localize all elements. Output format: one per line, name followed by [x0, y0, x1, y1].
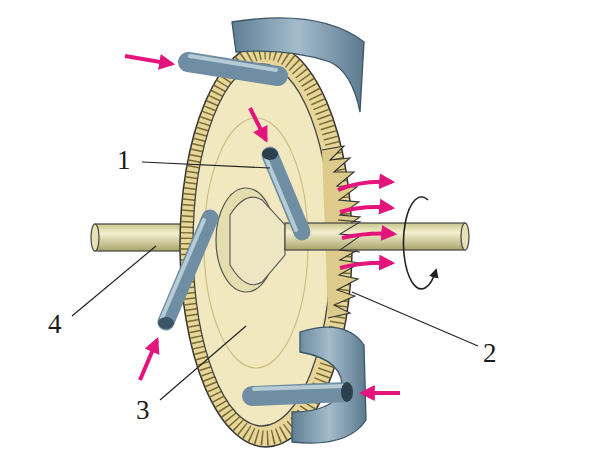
- hub-cone: [230, 197, 285, 285]
- shaft-end: [91, 224, 99, 251]
- callout-number: 3: [136, 397, 150, 424]
- leader-line: [72, 162, 478, 400]
- steam-arrow: [125, 56, 400, 393]
- nozzle: [188, 56, 278, 76]
- shaft: [285, 223, 465, 250]
- callout-number: 4: [48, 311, 62, 338]
- nozzle: [252, 382, 353, 402]
- nozzle: [262, 148, 302, 232]
- callout-number: 1: [117, 147, 131, 174]
- rotation-arrow: [403, 197, 436, 289]
- shaft-end: [461, 223, 469, 250]
- callout-number: 2: [483, 340, 497, 367]
- nozzle: [158, 218, 210, 329]
